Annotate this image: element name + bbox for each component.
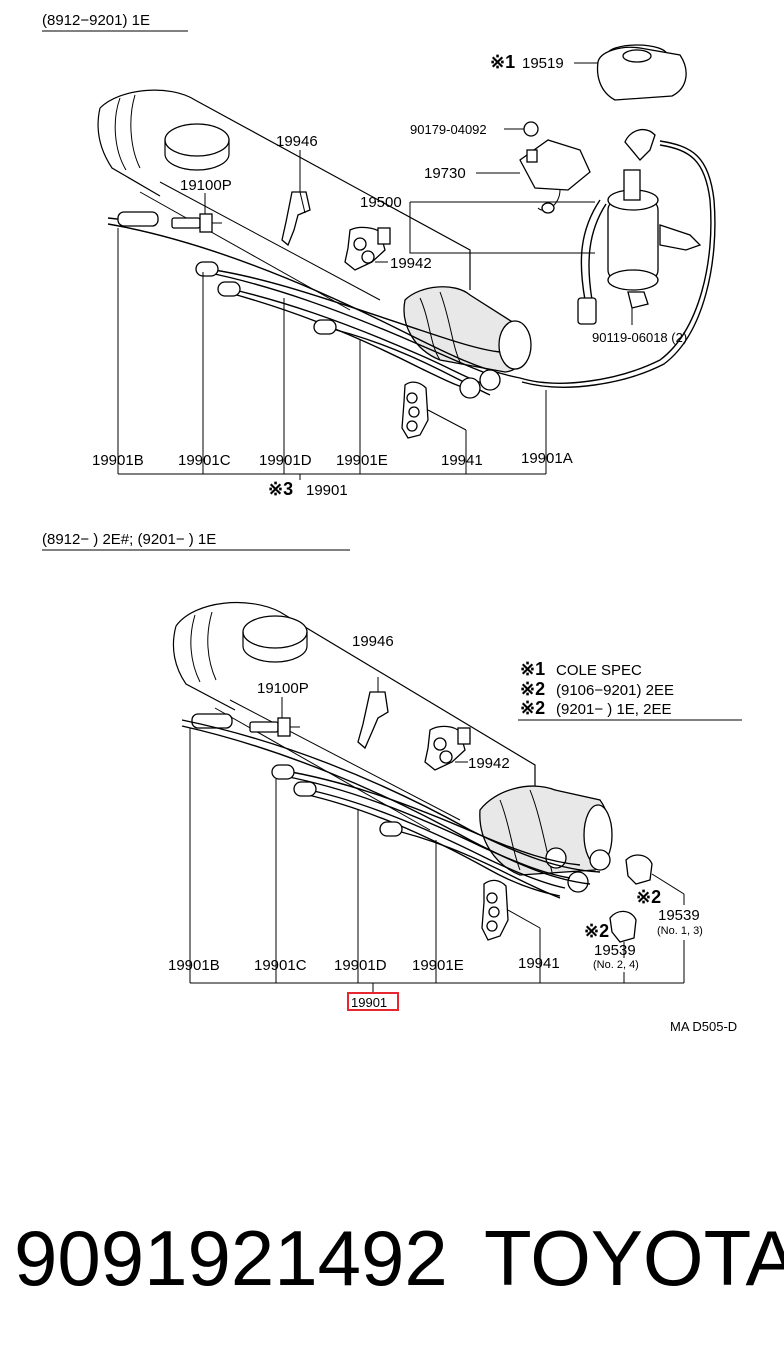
ignition-coil-top [519, 129, 702, 325]
label-19901b-top: 19901B [92, 452, 144, 469]
mark-3-top: ※3 [268, 479, 293, 499]
label-90119: 90119-06018 (2) [592, 330, 687, 345]
part-number: 9091921492 [14, 1214, 448, 1302]
distributor-cap-top [574, 44, 687, 101]
label-19539-b: 19539 [594, 942, 636, 959]
note-1-text: COLE SPEC [556, 662, 642, 679]
bottom-section: (8912− ) 2E#; (9201− ) 1E [42, 531, 742, 1034]
label-19901d-top: 19901D [259, 452, 312, 469]
bracket-19500 [409, 201, 595, 254]
label-19901c-bottom: 19901C [254, 957, 307, 974]
spark-plug-wire-top [107, 140, 716, 399]
top-leader-lines [117, 228, 547, 480]
note-3-mark: ※2 [520, 698, 545, 718]
clamps-top [281, 150, 467, 452]
spark-plug-wire-bottom [181, 713, 601, 899]
spark-plug-bottom [249, 697, 300, 737]
top-section-header: (8912−9201) 1E [42, 12, 150, 29]
label-19941-top: 19941 [441, 452, 483, 469]
label-19730: 19730 [424, 165, 466, 182]
brand-name: TOYOTA [484, 1214, 784, 1302]
label-19946-bottom: 19946 [352, 633, 394, 650]
label-19901a: 19901A [521, 450, 573, 467]
engine-head-top [97, 89, 471, 311]
distributor-top [403, 286, 532, 373]
label-19901b-bottom: 19901B [168, 957, 220, 974]
top-section: (8912−9201) 1E [42, 12, 716, 499]
mark-1-top: ※1 [490, 52, 515, 72]
label-19539-a-sub: (No. 1, 3) [657, 925, 703, 937]
label-19901d-bottom: 19901D [334, 957, 387, 974]
nut-top [504, 121, 539, 137]
label-19901-top: 19901 [306, 482, 348, 499]
bottom-section-header: (8912− ) 2E#; (9201− ) 1E [42, 531, 216, 548]
note-1-mark: ※1 [520, 659, 545, 679]
label-19942-top: 19942 [390, 255, 432, 272]
label-19100p-top: 19100P [180, 177, 232, 194]
note-2-mark: ※2 [520, 679, 545, 699]
label-19901-bottom: 19901 [351, 995, 387, 1010]
mark-2-boot-b: ※2 [584, 921, 609, 941]
mark-2-boot-a: ※2 [636, 887, 661, 907]
label-19901c-top: 19901C [178, 452, 231, 469]
label-19946-top: 19946 [276, 133, 318, 150]
label-19100p-bottom: 19100P [257, 680, 309, 697]
label-19941-bottom: 19941 [518, 955, 560, 972]
boots-19539 [609, 854, 685, 958]
label-19519: 19519 [522, 55, 564, 72]
spark-plug-top [171, 193, 222, 233]
highlight-box-19901 [347, 992, 399, 1011]
label-90179: 90179-04092 [410, 122, 487, 137]
clamps-bottom [357, 677, 541, 980]
label-19500: 19500 [360, 194, 402, 211]
diagram-code: MA D505-D [670, 1019, 737, 1034]
label-19539-b-sub: (No. 2, 4) [593, 959, 639, 971]
label-19901e-bottom: 19901E [412, 957, 464, 974]
label-19942-bottom: 19942 [468, 755, 510, 772]
note-3-text: (9201− ) 1E, 2EE [556, 701, 672, 718]
bottom-leader-lines [189, 728, 685, 993]
distributor-bottom [479, 785, 613, 893]
footer: 9091921492 TOYOTA [14, 1212, 784, 1312]
note-2-text: (9106−9201) 2EE [556, 682, 674, 699]
label-19901e-top: 19901E [336, 452, 388, 469]
label-19539-a: 19539 [658, 907, 700, 924]
notes-block: ※1 COLE SPEC ※2 (9106−9201) 2EE ※2 (9201… [518, 659, 742, 721]
